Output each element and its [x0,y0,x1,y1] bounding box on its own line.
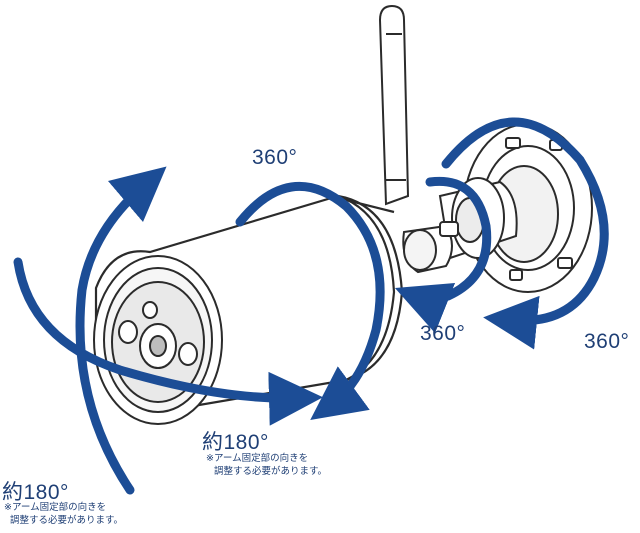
note-tilt-center-line2: 調整する必要があります。 [214,466,328,477]
note-tilt-left-line2: 調整する必要があります。 [10,515,124,526]
ir-led-right [178,342,198,366]
mount-arm [402,177,518,274]
camera-front [93,255,223,425]
rotation-arrow-mount-inner [394,176,492,334]
tilt-arrow-vertical [75,166,167,495]
ir-led-top [142,301,158,319]
rotation-arrow-top [235,181,385,420]
label-rotation-mount-bottom: 360° [420,322,466,345]
label-rotation-top: 360° [252,146,298,169]
rotation-arrow-mount-outer [441,117,609,350]
label-tilt-center: 約180° [202,431,269,454]
note-tilt-center-line1: ※アーム固定部の向きを [206,453,309,464]
antenna [378,4,410,206]
label-rotation-right: 360° [584,330,630,353]
rotation-arrow-front-tilt [13,257,323,426]
note-tilt-left-line1: ※アーム固定部の向きを [4,502,107,513]
label-tilt-left: 約180° [2,481,69,504]
ir-led-left [118,320,138,344]
